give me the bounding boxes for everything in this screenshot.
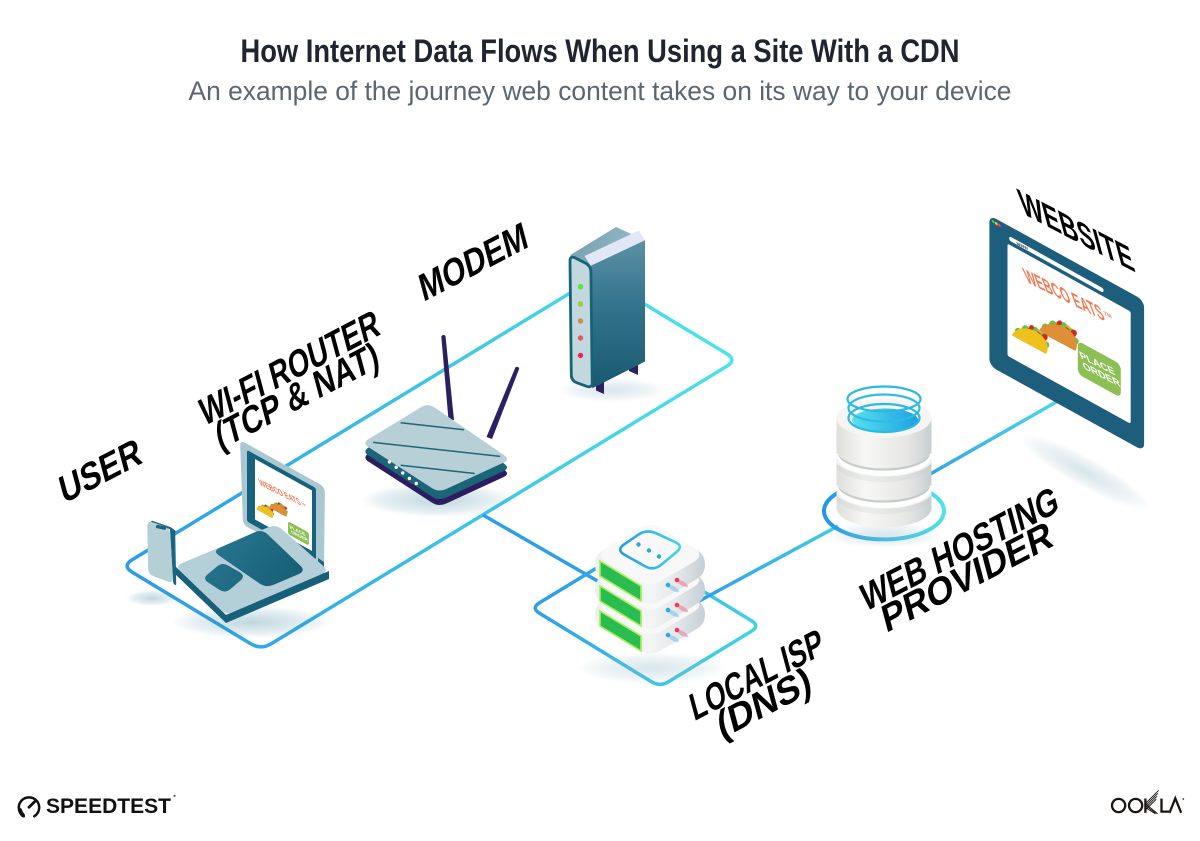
svg-text:TM: TM (1103, 311, 1113, 320)
svg-text:SPEEDTEST: SPEEDTEST (46, 794, 171, 818)
svg-text:How Internet Data Flows When U: How Internet Data Flows When Using a Sit… (241, 33, 960, 69)
svg-text:TM: TM (301, 502, 307, 508)
svg-text:An example of the journey web: An example of the journey web content ta… (189, 76, 1012, 106)
svg-text:WWW: WWW (1016, 241, 1030, 252)
